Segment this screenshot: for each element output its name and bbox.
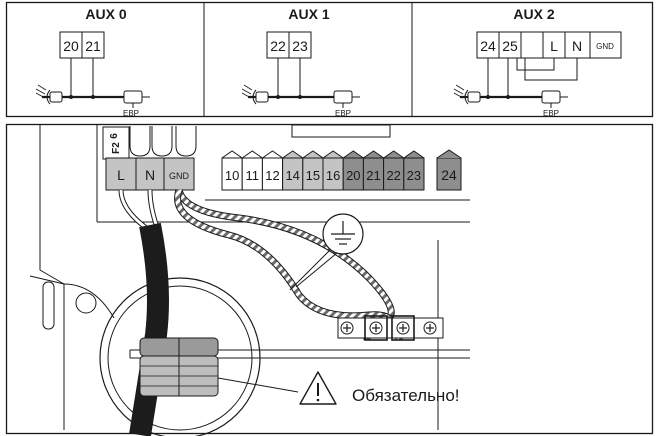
aux-1-title: AUX 1 <box>288 6 329 22</box>
fuse-number: 6 <box>109 133 120 139</box>
terminal-cap-10 <box>221 150 243 159</box>
aux-2-terminal-gnd: GND <box>596 42 614 51</box>
power-terminal-block: L N GND <box>105 157 195 191</box>
terminal-21: 21 <box>366 168 380 183</box>
aux-1-terminal-22: 22 <box>270 38 286 54</box>
aux-1-terminal-23: 23 <box>292 38 308 54</box>
terminal-cap-11 <box>241 150 263 159</box>
terminal-10: 10 <box>225 168 239 183</box>
aux-0-terminal-20: 20 <box>63 38 79 54</box>
terminal-box-23 <box>403 157 425 191</box>
terminal-cap-15 <box>302 150 324 159</box>
power-terminal-n: N <box>145 167 155 183</box>
terminal-20: 20 <box>346 168 360 183</box>
aux-0-terminal-21: 21 <box>85 38 101 54</box>
terminal-cap-16 <box>322 150 344 159</box>
terminal-cap-22 <box>383 150 405 159</box>
terminal-cap-21 <box>363 150 384 159</box>
warning-callout: Обязательно! <box>217 371 460 405</box>
terminal-cap-12 <box>262 150 283 159</box>
cable-clamp <box>139 337 219 397</box>
mounting-hole <box>75 292 97 314</box>
cable-grommet <box>99 222 261 436</box>
power-terminal-gnd: GND <box>169 171 190 181</box>
aux-0-cable-label: EBP <box>123 109 139 118</box>
mounting-slot <box>42 281 55 330</box>
terminal-14: 14 <box>285 168 299 183</box>
terminal-23: 23 <box>407 168 421 183</box>
terminal-cap-20 <box>342 150 364 159</box>
aux-0-sensor-icon <box>35 84 150 108</box>
aux-0-title: AUX 0 <box>85 6 126 22</box>
fuse-label: F2 <box>111 142 122 154</box>
aux-1-cable-label: EBP <box>335 109 351 118</box>
terminal-24-block: 24 <box>436 149 462 191</box>
terminal-24: 24 <box>441 167 457 183</box>
earth-ground-icon <box>289 213 364 291</box>
terminal-12: 12 <box>265 168 279 183</box>
terminal-11: 11 <box>246 168 260 183</box>
aux-2-title: AUX 2 <box>513 6 554 22</box>
aux-2-terminal-l: L <box>550 38 558 54</box>
aux-1-section: AUX 1 22 23 EBP <box>241 6 360 118</box>
fuse-holder: 6 F2 <box>102 126 130 160</box>
power-terminal-l: L <box>117 167 125 183</box>
aux-2-section: AUX 2 24 25 L N GND <box>453 6 622 118</box>
warning-text: Обязательно! <box>352 386 460 405</box>
warning-icon <box>299 371 337 405</box>
terminal-15: 15 <box>306 168 320 183</box>
aux-2-sensor-icon <box>453 84 568 108</box>
terminal-cap-23 <box>403 150 425 159</box>
aux-panel: AUX 0 20 21 EBP AUX <box>5 1 654 118</box>
connector-tabs <box>129 126 197 157</box>
terminal-cap-14 <box>282 150 304 159</box>
earth-screw-terminals <box>337 315 444 341</box>
aux-2-cable-label: EBP <box>543 109 559 118</box>
terminal-strip: 10 11 12 14 15 16 20 21 22 23 <box>221 150 425 191</box>
aux-0-section: AUX 0 20 21 EBP <box>35 6 150 118</box>
aux-1-sensor-icon <box>241 84 360 108</box>
aux-2-terminal-25: 25 <box>502 38 518 54</box>
aux-2-terminal-n: N <box>572 38 582 54</box>
board-panel: 6 F2 L N GND 10 11 12 14 15 16 20 21 22 23 24 <box>5 123 654 436</box>
terminal-16: 16 <box>326 168 340 183</box>
terminal-22: 22 <box>386 168 400 183</box>
aux-2-terminal-24: 24 <box>480 38 496 54</box>
